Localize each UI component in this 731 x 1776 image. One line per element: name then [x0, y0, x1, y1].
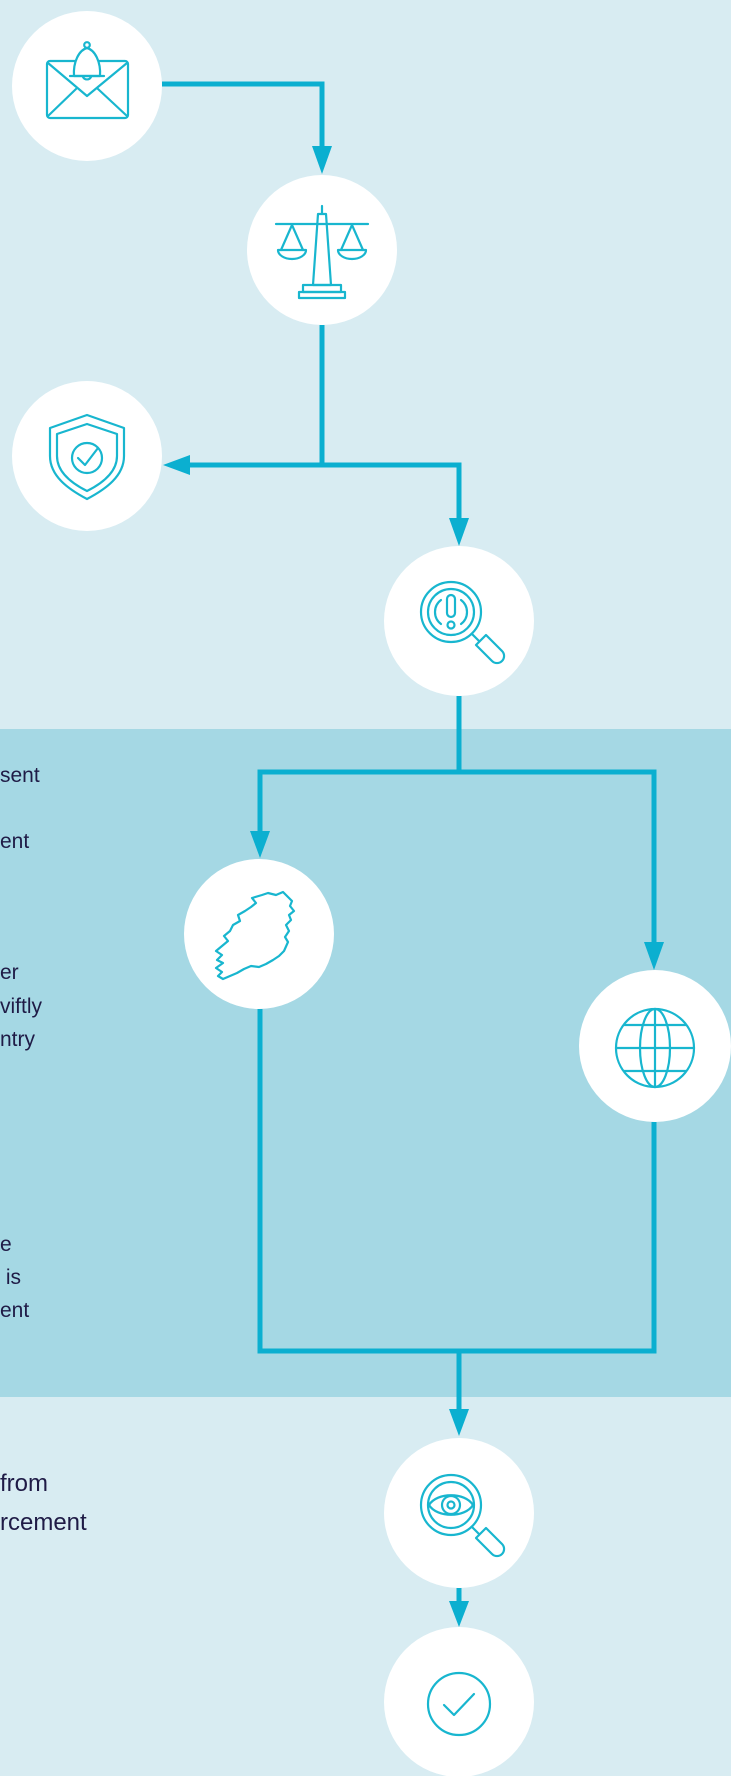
magnifier-exclamation-icon	[419, 580, 506, 665]
connector-to-ireland	[257, 769, 459, 840]
arrowhead-protection	[163, 455, 190, 475]
arrowhead-ireland	[250, 831, 270, 858]
text-line: er	[0, 961, 19, 984]
text-line: e	[0, 1233, 12, 1256]
magnifier-eye-icon	[419, 1473, 506, 1558]
globe-icon	[614, 1007, 696, 1089]
connector-international-merge	[459, 1122, 657, 1354]
text-line: from	[0, 1470, 48, 1497]
text-line: sent	[0, 764, 40, 787]
checkmark-icon	[426, 1671, 492, 1737]
text-line: ent	[0, 1299, 30, 1322]
scales-of-justice-icon	[274, 204, 370, 300]
arrowhead-assessment	[312, 146, 332, 174]
text-line: viftly	[0, 995, 42, 1018]
text-line: is	[0, 1266, 21, 1289]
connector-report-to-assessment	[162, 81, 325, 152]
envelope-bell-icon	[45, 41, 130, 120]
arrowhead-investigation	[449, 518, 469, 546]
node-report	[12, 11, 162, 161]
ireland-map-icon	[214, 890, 296, 981]
node-assessment	[247, 175, 397, 325]
text-line: rcement	[0, 1509, 87, 1536]
shield-check-icon	[48, 413, 126, 501]
node-investigation	[384, 546, 534, 696]
arrowhead-review	[449, 1409, 469, 1436]
node-protection	[12, 381, 162, 531]
connector-ireland-merge	[257, 1009, 459, 1354]
node-complete	[384, 1627, 534, 1776]
arrowhead-complete	[449, 1601, 469, 1627]
arrowhead-international	[644, 942, 664, 970]
connector-to-international	[459, 769, 657, 950]
text-line: ent	[0, 830, 30, 853]
text-line: ntry	[0, 1028, 36, 1051]
node-ireland	[184, 859, 334, 1009]
connector-to-investigation	[322, 462, 462, 520]
